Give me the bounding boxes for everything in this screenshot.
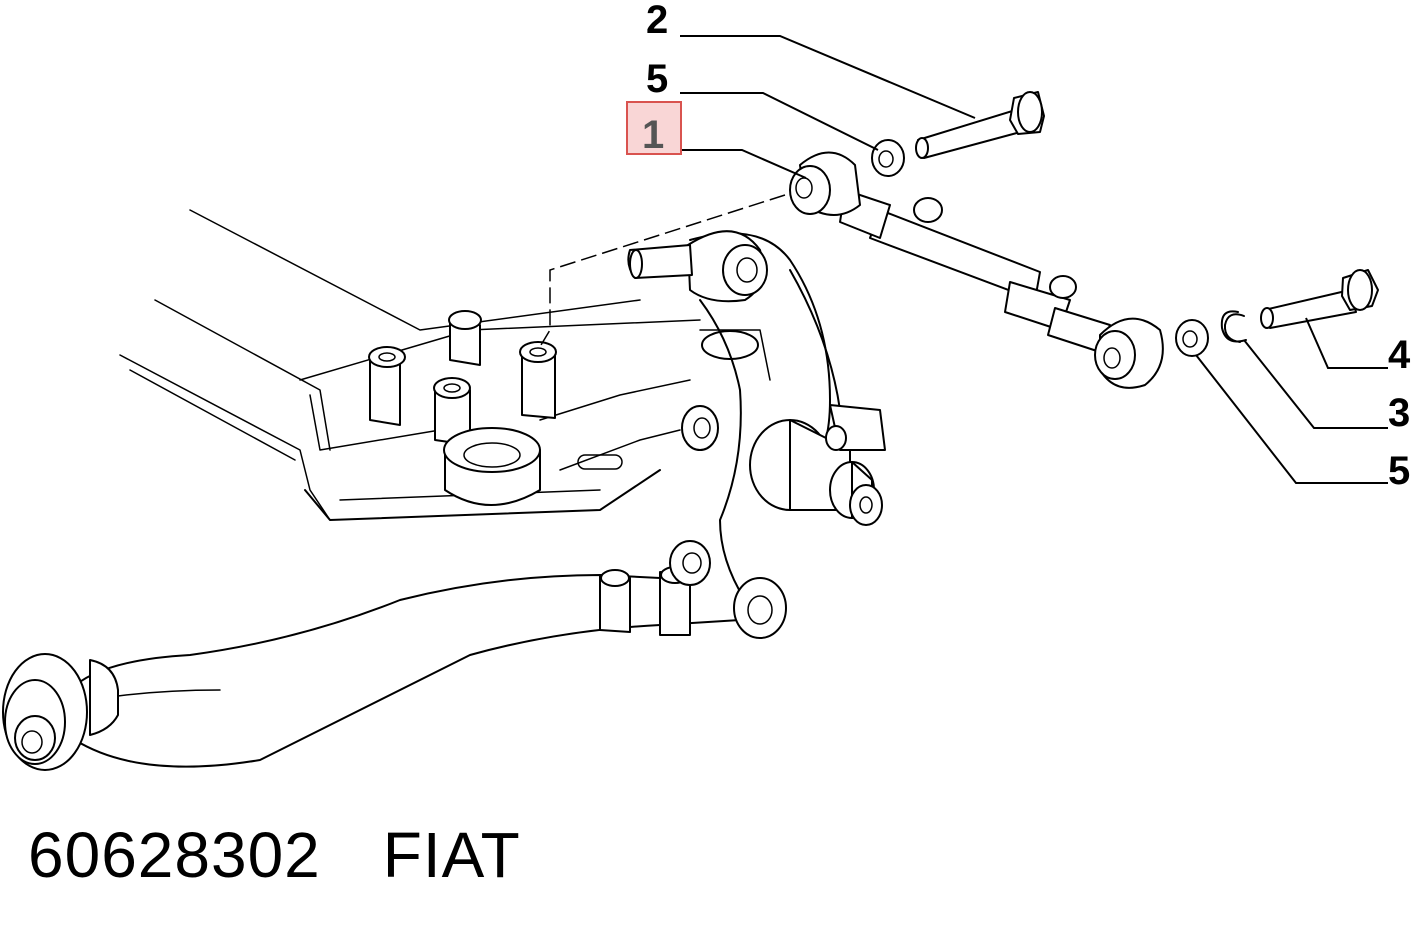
leader-2 (680, 35, 976, 119)
part-1-adjustable-link (789, 151, 1164, 389)
hub-carrier (627, 230, 886, 639)
lower-control-arm (2, 566, 741, 771)
callout-5-top[interactable]: 5 (646, 57, 668, 101)
callout-1[interactable]: 1 (642, 113, 664, 157)
leader-lines (680, 35, 1388, 484)
callout-4[interactable]: 4 (1388, 333, 1411, 377)
callout-1-highlight (626, 101, 682, 155)
callout-3[interactable]: 3 (1388, 391, 1410, 435)
leader-3 (1243, 339, 1388, 429)
leader-4 (1305, 317, 1388, 369)
part-5-washer-bottom (1175, 319, 1209, 357)
leader-1 (682, 149, 807, 179)
callout-5-bottom[interactable]: 5 (1388, 449, 1410, 493)
brand-name: FIAT (382, 819, 521, 891)
part-5-washer-top (871, 139, 905, 177)
leader-5-top (680, 92, 879, 151)
part-3-clip (1220, 310, 1247, 343)
part-4-bolt (1260, 269, 1379, 329)
footer-caption: 60628302 FIAT (28, 818, 521, 892)
part-number: 60628302 (28, 819, 321, 891)
alignment-guide (537, 194, 786, 351)
callout-2[interactable]: 2 (646, 0, 668, 42)
leader-5-bottom (1195, 354, 1388, 484)
subframe (119, 209, 771, 521)
part-2-bolt (915, 91, 1045, 159)
